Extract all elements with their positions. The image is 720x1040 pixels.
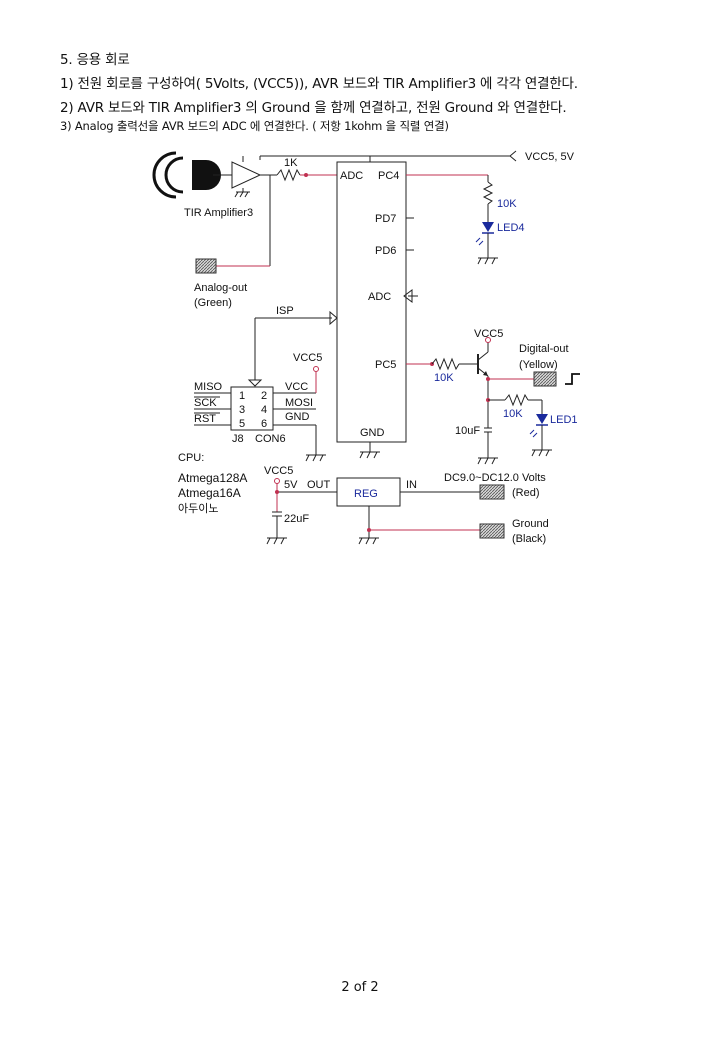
r-10k-base-label: 10K xyxy=(434,372,454,384)
mcu-pin-adc-mid: ADC xyxy=(368,291,391,303)
con6-pin-2: 2 xyxy=(261,390,267,402)
reg-in-label: IN xyxy=(406,479,417,491)
mcu-ground xyxy=(359,442,380,459)
cpu-item-3: 아두이노 xyxy=(178,502,218,515)
resistor-1k xyxy=(276,168,337,182)
con6-rst: RST xyxy=(194,413,216,425)
con6-pin-1: 1 xyxy=(239,390,245,402)
ground-connector xyxy=(479,523,505,539)
dc-in-connector xyxy=(479,484,505,500)
con6-sck: SCK xyxy=(194,397,217,409)
analog-out-connector xyxy=(195,258,217,274)
led1-label: LED1 xyxy=(550,414,578,426)
pc4-led4-branch xyxy=(406,174,498,265)
cpu-label: CPU: xyxy=(178,452,204,464)
ground-label: Ground xyxy=(512,518,549,530)
j8-label: J8 xyxy=(232,433,244,445)
cpu-item-2: Atmega16A xyxy=(178,486,241,500)
led4-label: LED4 xyxy=(497,222,525,234)
con6-label: CON6 xyxy=(255,433,286,445)
mcu-pin-pd6: PD6 xyxy=(375,245,396,257)
instruction-step-1: 1) 전원 회로를 구성하여( 5Volts, (VCC5)), AVR 보드와… xyxy=(60,76,578,92)
transistor-circuit xyxy=(406,337,580,465)
instruction-step-2: 2) AVR 보드와 TIR Amplifier3 의 Ground 을 함께 … xyxy=(60,100,567,116)
con6-pin-3: 3 xyxy=(239,404,245,416)
mcu-pin-gnd: GND xyxy=(360,427,385,439)
amplifier-symbol xyxy=(231,156,277,198)
black-label: (Black) xyxy=(512,533,546,545)
vcc5-reg-label: VCC5 xyxy=(264,465,293,477)
digital-out-color: (Yellow) xyxy=(519,359,558,371)
ir-sensor-icon xyxy=(152,151,232,199)
vcc5-transistor-label: VCC5 xyxy=(474,328,503,340)
vcc-top-label: VCC5, 5V xyxy=(525,151,575,163)
mcu-box xyxy=(336,161,407,443)
con6-miso: MISO xyxy=(194,381,223,393)
red-label: (Red) xyxy=(512,487,540,499)
con6-vcc: VCC xyxy=(285,381,308,393)
section-title: 5. 응용 회로 xyxy=(60,52,130,68)
page-number: 2 of 2 xyxy=(341,980,379,995)
mcu-pin-adc-top: ADC xyxy=(340,170,363,182)
vcc-top-rail xyxy=(259,150,517,162)
analog-out-color: (Green) xyxy=(194,297,232,309)
dc-range-label: DC9.0~DC12.0 Volts xyxy=(444,472,546,484)
r-1k-label: 1K xyxy=(284,157,298,169)
analog-out-label: Analog-out xyxy=(194,282,247,294)
con6-pin-5: 5 xyxy=(239,418,245,430)
con6-pin-6: 6 xyxy=(261,418,267,430)
mcu-pin-stubs xyxy=(403,217,418,303)
analog-out-wire xyxy=(216,175,271,267)
digital-out-connector xyxy=(533,371,557,387)
cpu-item-1: Atmega128A xyxy=(178,471,247,485)
instruction-step-3: 3) Analog 출력선을 AVR 보드의 ADC 에 연결한다. ( 저항 … xyxy=(60,119,449,133)
con6-wiring xyxy=(194,366,326,462)
cap-10uf-label: 10uF xyxy=(455,425,480,437)
reg-out-label: OUT xyxy=(307,479,331,491)
isp-label: ISP xyxy=(276,305,294,317)
cap-22uf-label: 22uF xyxy=(284,513,309,525)
isp-wire xyxy=(247,310,338,387)
reg-5v-label: 5V xyxy=(284,479,298,491)
mcu-pin-pc5: PC5 xyxy=(375,359,396,371)
digital-out-label: Digital-out xyxy=(519,343,569,355)
con6-pin-4: 4 xyxy=(261,404,267,416)
con6-mosi: MOSI xyxy=(285,397,313,409)
reg-box xyxy=(336,477,401,507)
r-10k-led4-label: 10K xyxy=(497,198,517,210)
r-10k-led1-label: 10K xyxy=(503,408,523,420)
mcu-pin-pd7: PD7 xyxy=(375,213,396,225)
con6-gnd: GND xyxy=(285,411,310,423)
reg-label: REG xyxy=(354,488,378,500)
vcc5-con-label: VCC5 xyxy=(293,352,322,364)
reg-wiring xyxy=(266,478,480,545)
mcu-pin-pc4: PC4 xyxy=(378,170,399,182)
amp-label: TIR Amplifier3 xyxy=(184,207,253,219)
